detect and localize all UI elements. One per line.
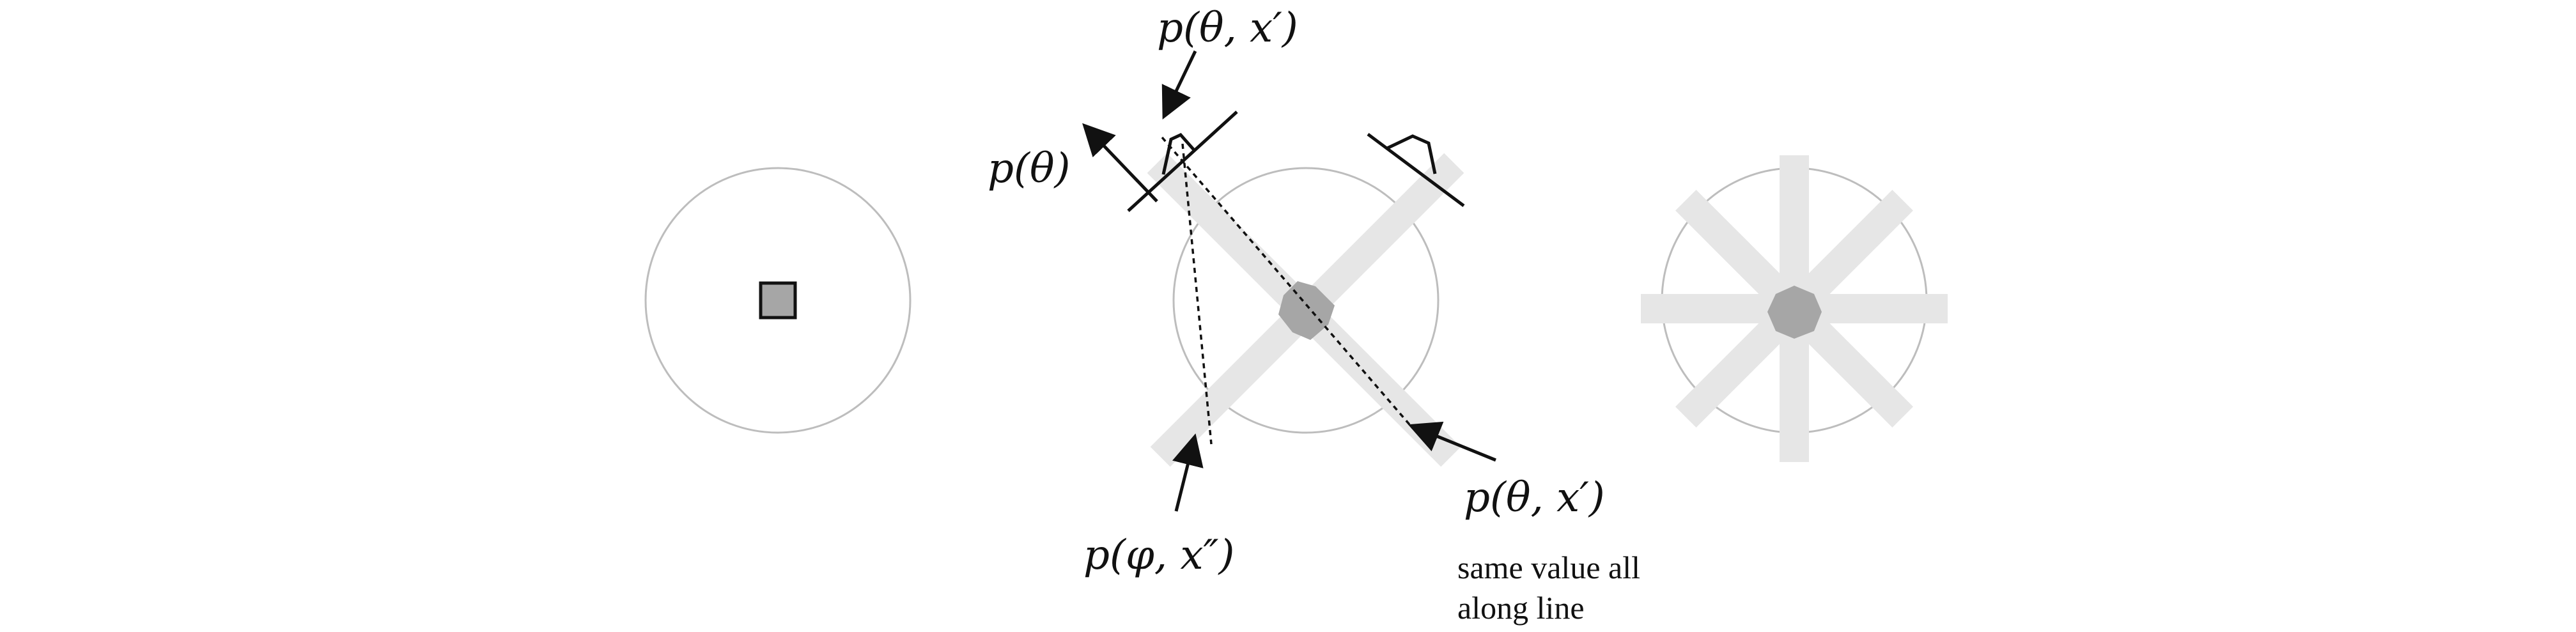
top-label-arrow — [1161, 50, 1197, 120]
field-of-view-circle-1 — [644, 167, 912, 434]
detector-line-1 — [1127, 111, 1238, 212]
projection-profile-1 — [1161, 132, 1197, 175]
panel-two-projections: p(θ, x′) p(θ) p(φ, x″) p(θ, x′) same val… — [988, 4, 1640, 626]
projection-profile-2 — [1386, 134, 1437, 174]
reconstruction-blob-2 — [1278, 281, 1335, 340]
label-top-projection: p(θ, x′) — [1157, 4, 1298, 52]
note-line-2: along line — [1457, 590, 1585, 626]
field-of-view-circle-2 — [1172, 167, 1439, 434]
panel-many-projections — [1641, 155, 1948, 462]
ray-line-a — [1161, 136, 1414, 429]
label-bottom-left-projection: p(φ, x″) — [1083, 532, 1234, 579]
object-square — [759, 281, 797, 320]
ray-line-b — [1181, 143, 1213, 445]
label-left-projection: p(θ) — [988, 145, 1070, 192]
note-line-1: same value all — [1457, 550, 1640, 585]
reconstruction-blob-3 — [1767, 286, 1822, 339]
bottom-right-label-arrow — [1408, 421, 1496, 462]
projection-direction-arrow — [1082, 123, 1158, 203]
panel-object — [644, 167, 912, 434]
label-bottom-right-projection: p(θ, x′) — [1464, 474, 1605, 521]
bottom-left-label-arrow — [1172, 433, 1204, 512]
detector-line-2 — [1367, 132, 1465, 208]
